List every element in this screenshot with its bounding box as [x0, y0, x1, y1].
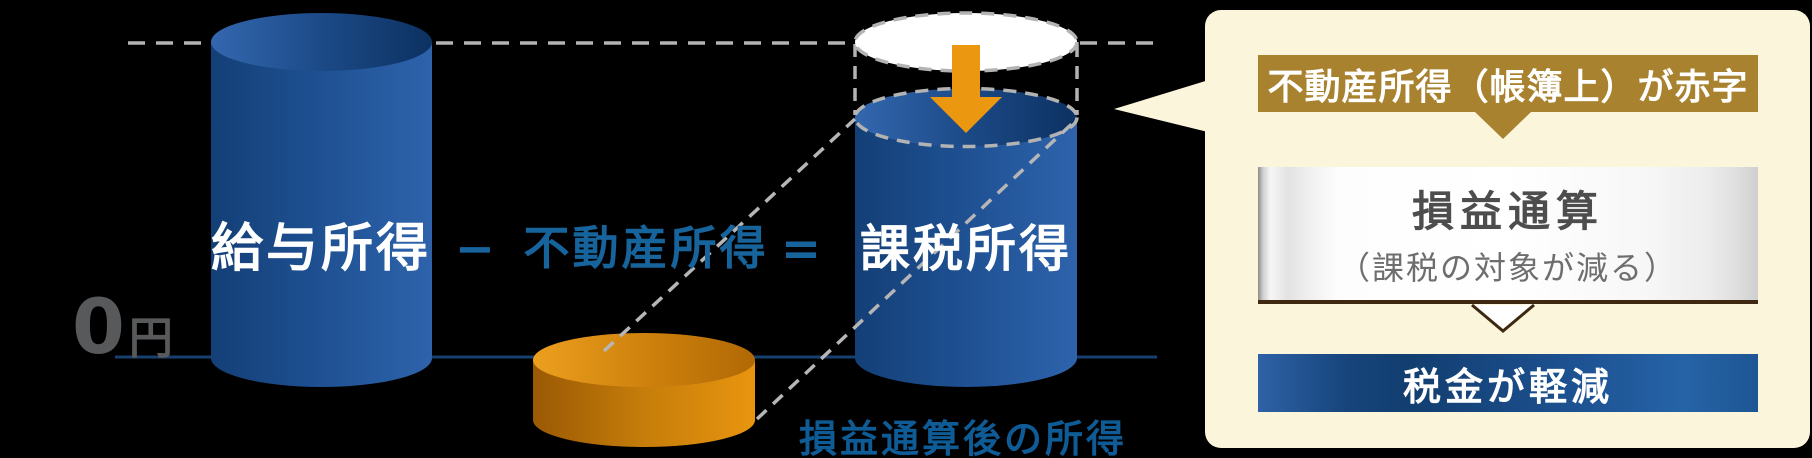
white-arrow-down-icon: [1471, 304, 1535, 333]
deficit-cylinder-top: [533, 333, 755, 387]
offset-step-title: 損益通算: [1411, 187, 1604, 236]
deficit-cylinder: [533, 333, 755, 447]
gold-arrow-down-icon: [1475, 112, 1531, 139]
zero-axis-label: 0円: [72, 282, 173, 371]
zero-value: 0: [72, 282, 125, 371]
tax-reduced-banner: 税金が軽減: [1258, 354, 1758, 412]
projection-line-lower: [755, 117, 1079, 421]
deficit-step-label: 不動産所得（帳簿上）が赤字: [1267, 66, 1749, 108]
taxable-cylinder-body: [855, 117, 1077, 387]
salary-cylinder-label: 給与所得: [211, 219, 431, 279]
minus-operator: −: [455, 221, 495, 277]
salary-cylinder-body: [211, 42, 432, 387]
taxable-cylinder-label: 課税所得: [860, 220, 1072, 278]
tax-reduced-label: 税金が軽減: [1402, 364, 1613, 409]
down-arrow-icon: [930, 45, 1002, 133]
zero-unit: 円: [129, 313, 173, 364]
equals-operator: =: [781, 221, 821, 277]
real-estate-income-label: 不動産所得: [524, 221, 769, 275]
projection-line-upper: [602, 117, 857, 353]
offset-step-subtitle: （課税の対象が減る）: [1337, 249, 1678, 287]
salary-cylinder-top: [211, 13, 432, 71]
callout-panel: 不動産所得（帳簿上）が赤字 損益通算 （課税の対象が減る） 税金が軽減: [1205, 10, 1810, 448]
after-offset-label: 損益通算後の所得: [799, 417, 1127, 458]
offset-step-banner: 損益通算 （課税の対象が減る）: [1258, 167, 1758, 304]
salary-cylinder: [211, 13, 432, 387]
callout-tail: [1114, 79, 1212, 133]
deficit-step-banner: 不動産所得（帳簿上）が赤字: [1258, 55, 1758, 112]
